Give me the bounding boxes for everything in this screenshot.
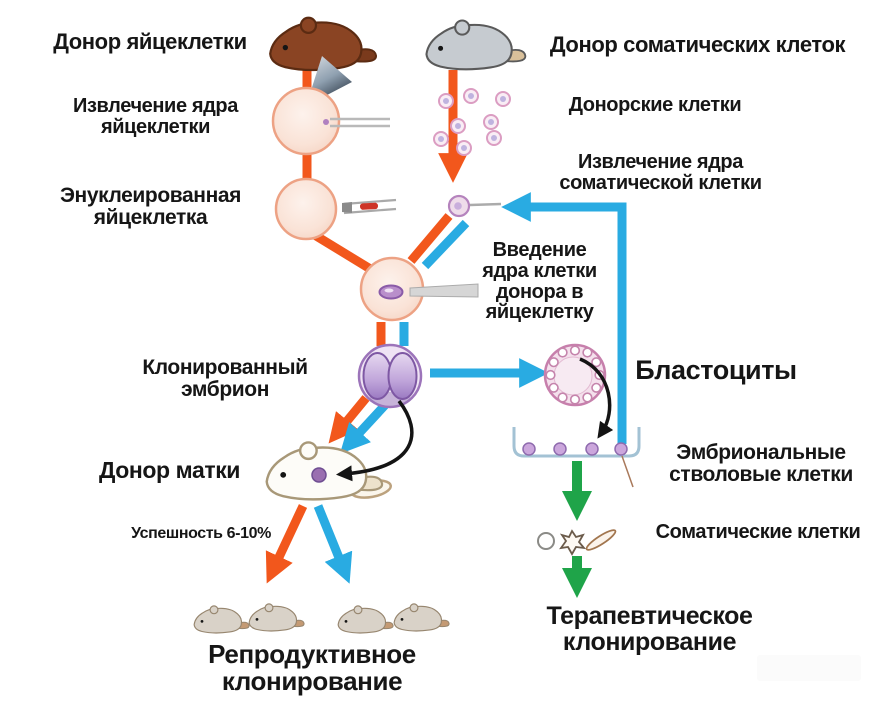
somatic-cells-label: Соматические клетки: [655, 521, 861, 543]
embryonic-stem-cells-label: Эмбриональные стволовые клетки: [669, 441, 853, 486]
donor-cell-icon: [433, 131, 449, 147]
recipient-egg-icon: [359, 256, 479, 322]
micro-needle-icon: [323, 119, 329, 125]
arrow-embryo-to-uterus-blue: [339, 400, 390, 454]
star-cell-icon: [559, 529, 587, 556]
baby-mouse-icon: [248, 603, 305, 632]
donor-cell-icon: [456, 140, 472, 156]
donor-cell-icon: [486, 130, 502, 146]
arrow-stemcells-loop-to-somaticcell: [501, 192, 627, 444]
somatic-donor-label: Донор соматических клеток: [549, 32, 846, 57]
reproductive-flow-lines: [265, 66, 468, 584]
somatic-cell-icon: [447, 194, 502, 218]
implanted-embryo-dot: [311, 467, 327, 483]
round-cell-icon: [537, 532, 555, 550]
egg-cell-icon: [271, 86, 390, 156]
reproductive-cloning-label: Репродуктивное клонирование: [208, 639, 416, 697]
stem-cell-icons: [522, 442, 628, 456]
baby-mouse-icon: [393, 603, 450, 632]
watermark: [757, 655, 861, 681]
gray-mouse-icon: [425, 19, 527, 71]
differentiated-cells-icons: [537, 529, 617, 556]
annotation-arrows: [335, 357, 614, 482]
line-somaticcell-to-recipient: [407, 213, 453, 264]
therapeutic-cloning-label: Терапевтическое клонирование: [546, 602, 753, 656]
arrow-uterus-to-pups-orange: [265, 504, 308, 584]
blastocyst-icon: [543, 343, 607, 407]
egg-nucleus-extraction-label: Извлечение ядра яйцеклетки: [73, 95, 238, 138]
donor-cell-icon: [495, 91, 511, 107]
petri-dish-icon: [512, 427, 641, 488]
success-rate-label: Успешность 6-10%: [131, 525, 271, 542]
blastocysts-label: Бластоциты: [635, 355, 797, 385]
donor-cell-icon: [438, 93, 454, 109]
cloned-embryo-label: Клонированный эмбрион: [142, 356, 308, 401]
arrow-blastocyst-to-dish: [579, 357, 614, 439]
enucleated-egg-label: Энуклеированная яйцеклетка: [60, 184, 241, 229]
line-somaticcell-to-recipient-blue: [421, 219, 470, 270]
enucleated-egg-icon: [274, 177, 338, 241]
uterus-donor-label: Донор матки: [98, 457, 241, 483]
nucleus-injection-label: Введение ядра клетки донора в яйцеклетку: [482, 239, 597, 324]
baby-mouse-icon: [337, 605, 394, 634]
baby-mouse-icon: [193, 605, 250, 634]
pointer-line: [621, 455, 634, 488]
donor-cell-icon: [463, 88, 479, 104]
arrow-uterus-to-pups-blue: [313, 504, 353, 584]
somatic-nucleus-extraction-label: Извлечение ядра соматической клетки: [559, 151, 762, 194]
egg-donor-label: Донор яйцеклетки: [53, 29, 247, 54]
donor-cell-icon: [483, 114, 499, 130]
arrow-embryo-to-implantation: [335, 399, 414, 482]
injection-pipette-icon: [409, 283, 479, 298]
line-enucleated-to-recipient: [310, 230, 375, 274]
donor-cells-icons: [433, 88, 511, 156]
spindle-cell-icon: [585, 529, 617, 551]
two-cell-embryo-icon: [357, 343, 423, 409]
micropipette-icon: [342, 198, 397, 215]
donor-cell-icon: [450, 118, 466, 134]
transfer-flow-lines: [313, 192, 627, 584]
donor-cells-label: Донорские клетки: [568, 94, 742, 116]
